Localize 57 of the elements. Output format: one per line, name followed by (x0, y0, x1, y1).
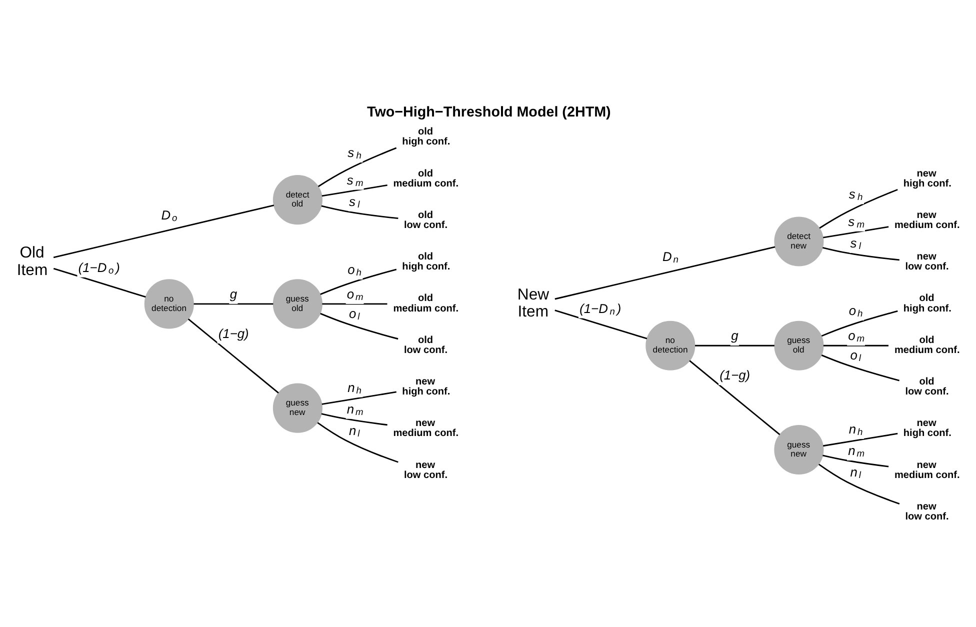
connector (823, 432, 898, 446)
node-circle: no detection (646, 320, 696, 370)
node-text: old high conf. (402, 126, 450, 148)
node-text: old high conf. (402, 251, 450, 272)
node-circle: guess new (774, 424, 824, 474)
connector (53, 267, 146, 298)
edge-label: g (230, 286, 238, 301)
connector (321, 412, 388, 426)
connector (322, 390, 396, 404)
connector (818, 463, 900, 504)
node-text: new medium conf. (894, 209, 960, 230)
node-text: new high conf. (903, 418, 952, 439)
connector (554, 309, 648, 339)
node-text: Old Item (16, 244, 48, 278)
node-circle: no detection (144, 278, 194, 328)
node-text: old low conf. (404, 209, 448, 230)
connector (320, 268, 397, 294)
diagram-title: Two−High−Threshold Model (2HTM) (366, 104, 611, 120)
edge-label: (1−g) (720, 367, 750, 382)
connector (554, 246, 776, 300)
node-text: new low conf. (404, 459, 448, 480)
node-text: new low conf. (905, 251, 949, 272)
edge-label: g (731, 328, 738, 343)
node-text: new low conf. (905, 500, 949, 522)
connector (823, 344, 888, 346)
connector (188, 318, 279, 393)
connector (321, 204, 398, 219)
connector (822, 454, 889, 467)
node-text: new medium conf. (393, 418, 459, 439)
connector (822, 246, 900, 260)
connector (322, 184, 388, 196)
connector (823, 226, 889, 238)
node-text: old low conf. (905, 376, 949, 398)
node-text: old low conf. (404, 334, 448, 356)
connector (689, 360, 780, 435)
node-text: old high conf. (903, 292, 952, 314)
node-circle: guess old (272, 278, 322, 328)
node-circle: guess old (774, 320, 824, 370)
node-circle: detect old (272, 174, 322, 224)
node-circle: detect new (774, 216, 824, 266)
connector (317, 422, 398, 462)
connector (322, 302, 388, 304)
connector (821, 354, 900, 381)
node-text: new medium conf. (894, 459, 960, 480)
node-text: old medium conf. (393, 168, 459, 189)
connector (695, 344, 774, 346)
connector (821, 310, 898, 336)
node-circle: guess new (272, 382, 322, 432)
node-text: New Item (517, 286, 550, 320)
connector (53, 204, 274, 258)
connector (194, 302, 274, 304)
connector (320, 312, 398, 340)
node-text: new high conf. (402, 376, 450, 398)
node-text: new high conf. (903, 168, 952, 189)
node-text: old medium conf. (894, 334, 960, 356)
node-text: old medium conf. (393, 292, 459, 314)
edge-label: (1−g) (218, 325, 249, 340)
